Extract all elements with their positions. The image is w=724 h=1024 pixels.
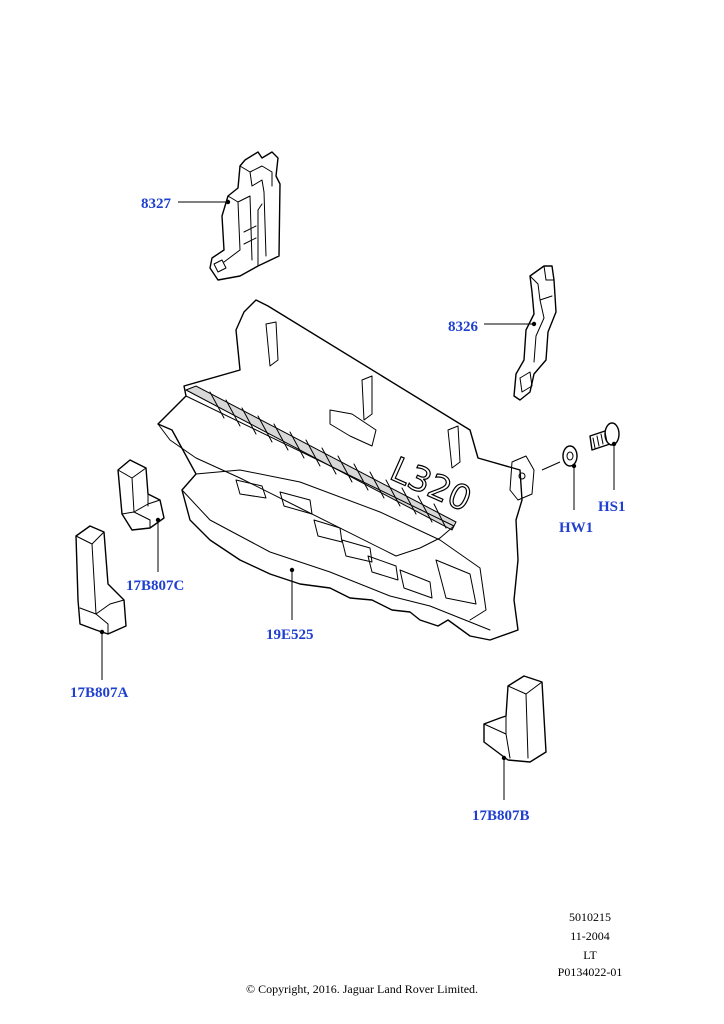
washer-hw1[interactable]	[562, 445, 578, 467]
callout-17b807c[interactable]: 17B807C	[126, 517, 184, 594]
screw-hs1[interactable]	[589, 422, 620, 451]
callout-hs1[interactable]: HS1	[598, 441, 626, 515]
drawing-code: LT	[583, 948, 597, 962]
bracket-8327[interactable]	[209, 151, 281, 281]
bracket-8326[interactable]	[513, 265, 557, 401]
callout-label-8326: 8326	[448, 319, 479, 335]
block-17b807c[interactable]	[117, 459, 165, 531]
callout-8327[interactable]: 8327	[141, 196, 231, 212]
block-17b807b[interactable]	[483, 675, 547, 763]
callout-label-hw1: HW1	[559, 520, 593, 536]
callout-17b807a[interactable]: 17B807A	[70, 629, 129, 701]
callout-19e525[interactable]: 19E525	[266, 567, 314, 643]
callout-label-17b807a: 17B807A	[70, 685, 129, 701]
callout-17b807b[interactable]: 17B807B	[472, 755, 530, 824]
drawing-date: 11-2004	[570, 929, 610, 943]
callout-label-8327: 8327	[141, 196, 172, 212]
copyright-notice: © Copyright, 2016. Jaguar Land Rover Lim…	[245, 982, 479, 996]
callout-label-17b807b: 17B807B	[472, 808, 530, 824]
air-deflector-19e525[interactable]: L320	[157, 299, 535, 641]
block-17b807a[interactable]	[75, 525, 127, 635]
drawing-number: 5010215	[569, 910, 611, 924]
callout-hw1[interactable]: HW1	[541, 461, 593, 536]
callout-8326[interactable]: 8326	[448, 319, 537, 335]
drawing-reference: P0134022-01	[557, 965, 623, 979]
callout-label-19e525: 19E525	[266, 627, 314, 643]
callout-label-17b807c: 17B807C	[126, 578, 184, 594]
callout-label-hs1: HS1	[598, 499, 626, 515]
